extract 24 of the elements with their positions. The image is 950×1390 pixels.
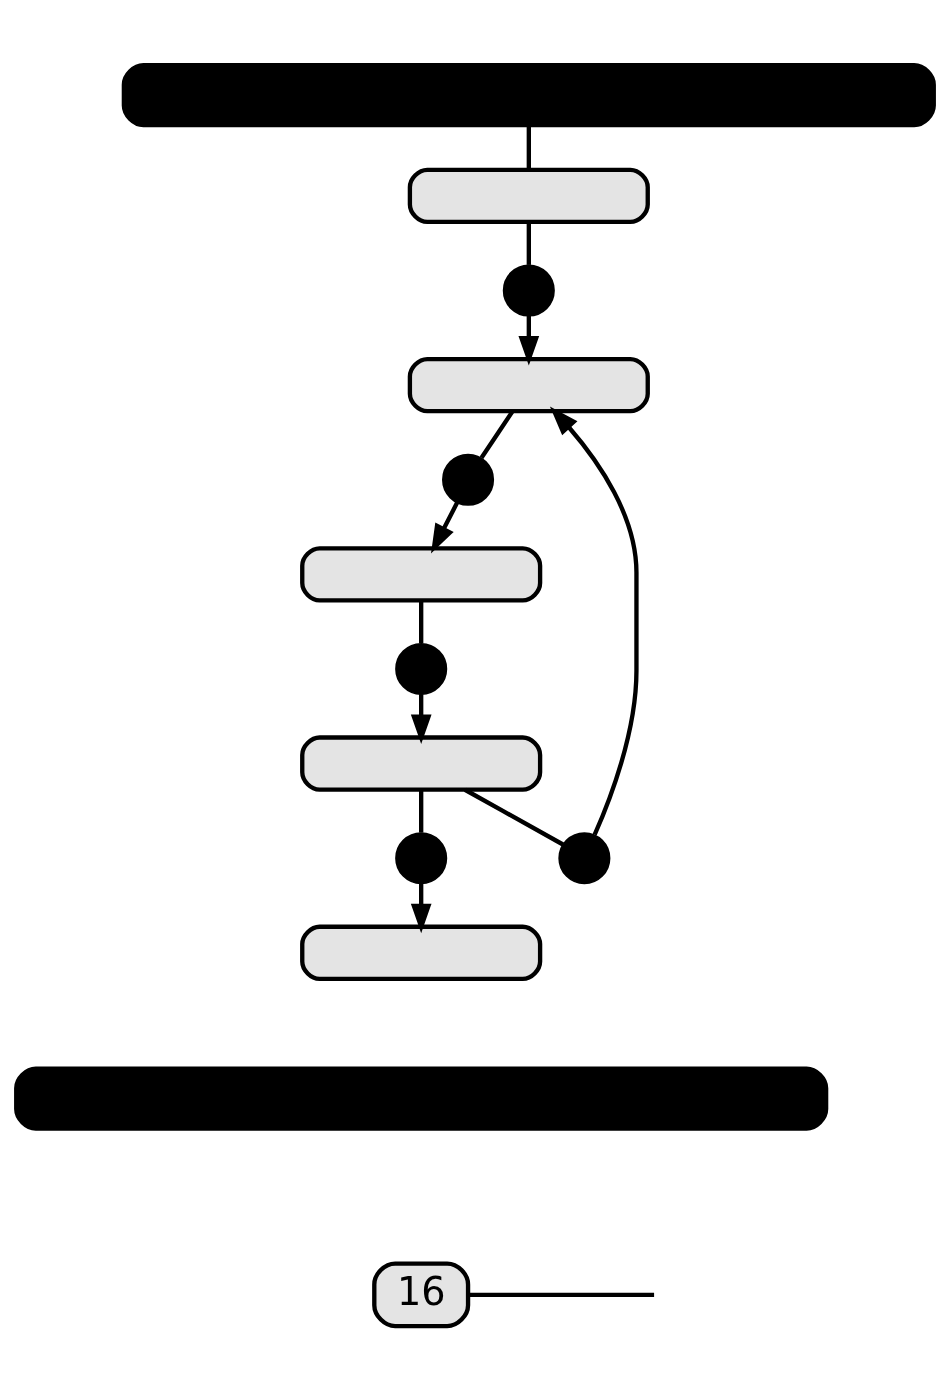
node-circle: [502, 264, 555, 317]
node-circle: [395, 642, 448, 695]
connector: [419, 600, 424, 644]
node-box: [300, 546, 543, 603]
arrow: [410, 694, 432, 745]
connector: [479, 410, 515, 460]
node-box: 16: [372, 1261, 471, 1329]
connector: [419, 789, 424, 833]
node-box: [407, 167, 650, 225]
node-box: [300, 924, 543, 981]
node-circle: [395, 832, 448, 885]
node-bar: [14, 1066, 829, 1131]
node-circle: [442, 453, 495, 506]
arrow: [549, 406, 639, 836]
node-bar: [121, 63, 936, 128]
arrow: [410, 883, 432, 934]
node-circle: [558, 832, 611, 885]
connector: [468, 1292, 655, 1297]
node-box: [407, 356, 650, 414]
node-box: [300, 735, 543, 792]
arrow: [518, 315, 540, 366]
connector: [526, 222, 531, 265]
connector: [526, 126, 531, 170]
arrow: [431, 501, 460, 554]
